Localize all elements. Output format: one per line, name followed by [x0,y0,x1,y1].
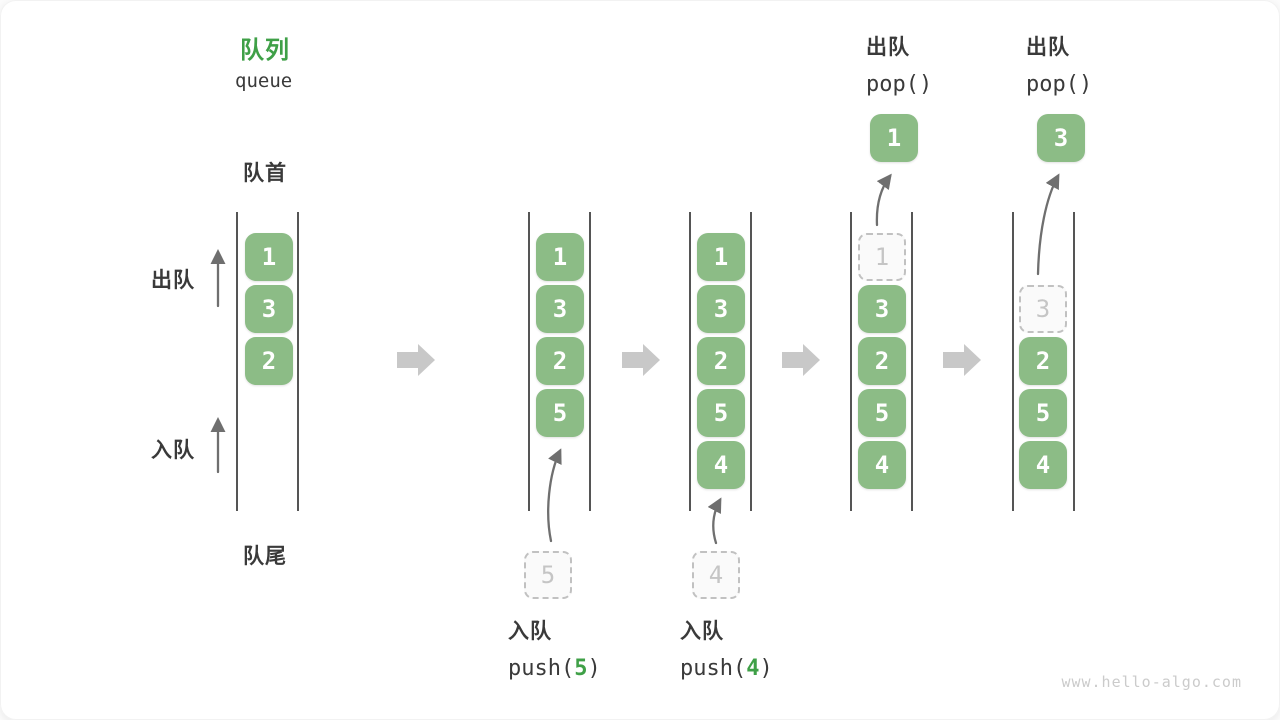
code-arg: 5 [574,656,588,681]
queue-wall [528,212,530,511]
queue-cell: 3 [697,285,745,333]
op-pop-1-label: 出队 [866,36,910,59]
code-text: push( [680,656,747,681]
code-text: pop( [866,72,919,97]
queue-cell: 2 [536,337,584,385]
popped-cell: 3 [1037,114,1085,162]
op-pop-3-code: pop() [1026,72,1092,97]
code-arg: 4 [746,656,760,681]
queue-wall [1012,212,1014,511]
pop-3-arrow-icon [1036,173,1060,276]
queue-cell: 4 [697,441,745,489]
push-4-arrow-icon [707,497,722,545]
queue-cell: 4 [1019,441,1067,489]
queue-cell: 5 [536,389,584,437]
op-push-5-label: 入队 [508,620,552,643]
op-pop-3-label: 出队 [1026,36,1070,59]
queue-cell: 3 [536,285,584,333]
queue-cell: 5 [697,389,745,437]
staged-cell: 5 [524,551,572,599]
op-push-5-code: push(5) [508,656,601,681]
queue-cell: 5 [858,389,906,437]
queue-cell: 1 [245,233,293,281]
figure-subtitle: queue [235,70,293,92]
queue-wall [297,212,299,511]
watermark: www.hello-algo.com [1061,673,1242,691]
code-text: ) [759,656,773,681]
popped-cell: 1 [870,114,918,162]
staged-cell: 4 [692,551,740,599]
op-pop-1: 出队 pop() [866,31,932,97]
op-pop-1-code: pop() [866,72,932,97]
transition-arrow-icon [782,344,820,376]
queue-cell: 2 [858,337,906,385]
queue-wall [689,212,691,511]
code-text: ) [1078,72,1093,97]
queue-cell: 3 [245,285,293,333]
queue-wall [236,212,238,511]
push-5-arrow-icon [547,448,562,543]
op-push-4: 入队 push(4) [680,615,773,681]
op-push-4-code: push(4) [680,656,773,681]
queue-cell: 2 [245,337,293,385]
queue-cell: 2 [1019,337,1067,385]
transition-arrow-icon [622,344,660,376]
queue-cell: 1 [697,233,745,281]
queue-front-label: 队首 [243,162,287,185]
op-pop-3: 出队 pop() [1026,31,1092,97]
dequeue-side-label: 出队 [151,269,195,292]
transition-arrow-icon [397,344,435,376]
queue-cell: 5 [1019,389,1067,437]
queue-cell-ghost: 3 [1019,285,1067,333]
enqueue-side-label: 入队 [151,439,195,462]
code-text: pop( [1026,72,1079,97]
queue-cell: 1 [536,233,584,281]
queue-wall [911,212,913,511]
queue-cell: 3 [858,285,906,333]
queue-wall [850,212,852,511]
code-text: push( [508,656,575,681]
figure-title: 队列 [240,37,290,64]
queue-wall [1073,212,1075,511]
op-push-5: 入队 push(5) [508,615,601,681]
transition-arrow-icon [943,344,981,376]
queue-rear-label: 队尾 [243,545,287,568]
queue-cell: 4 [858,441,906,489]
op-push-4-label: 入队 [680,620,724,643]
queue-cell-ghost: 1 [858,233,906,281]
pop-1-arrow-icon [875,173,892,227]
queue-cell: 2 [697,337,745,385]
code-text: ) [587,656,601,681]
queue-wall [589,212,591,511]
code-text: ) [918,72,933,97]
queue-wall [750,212,752,511]
